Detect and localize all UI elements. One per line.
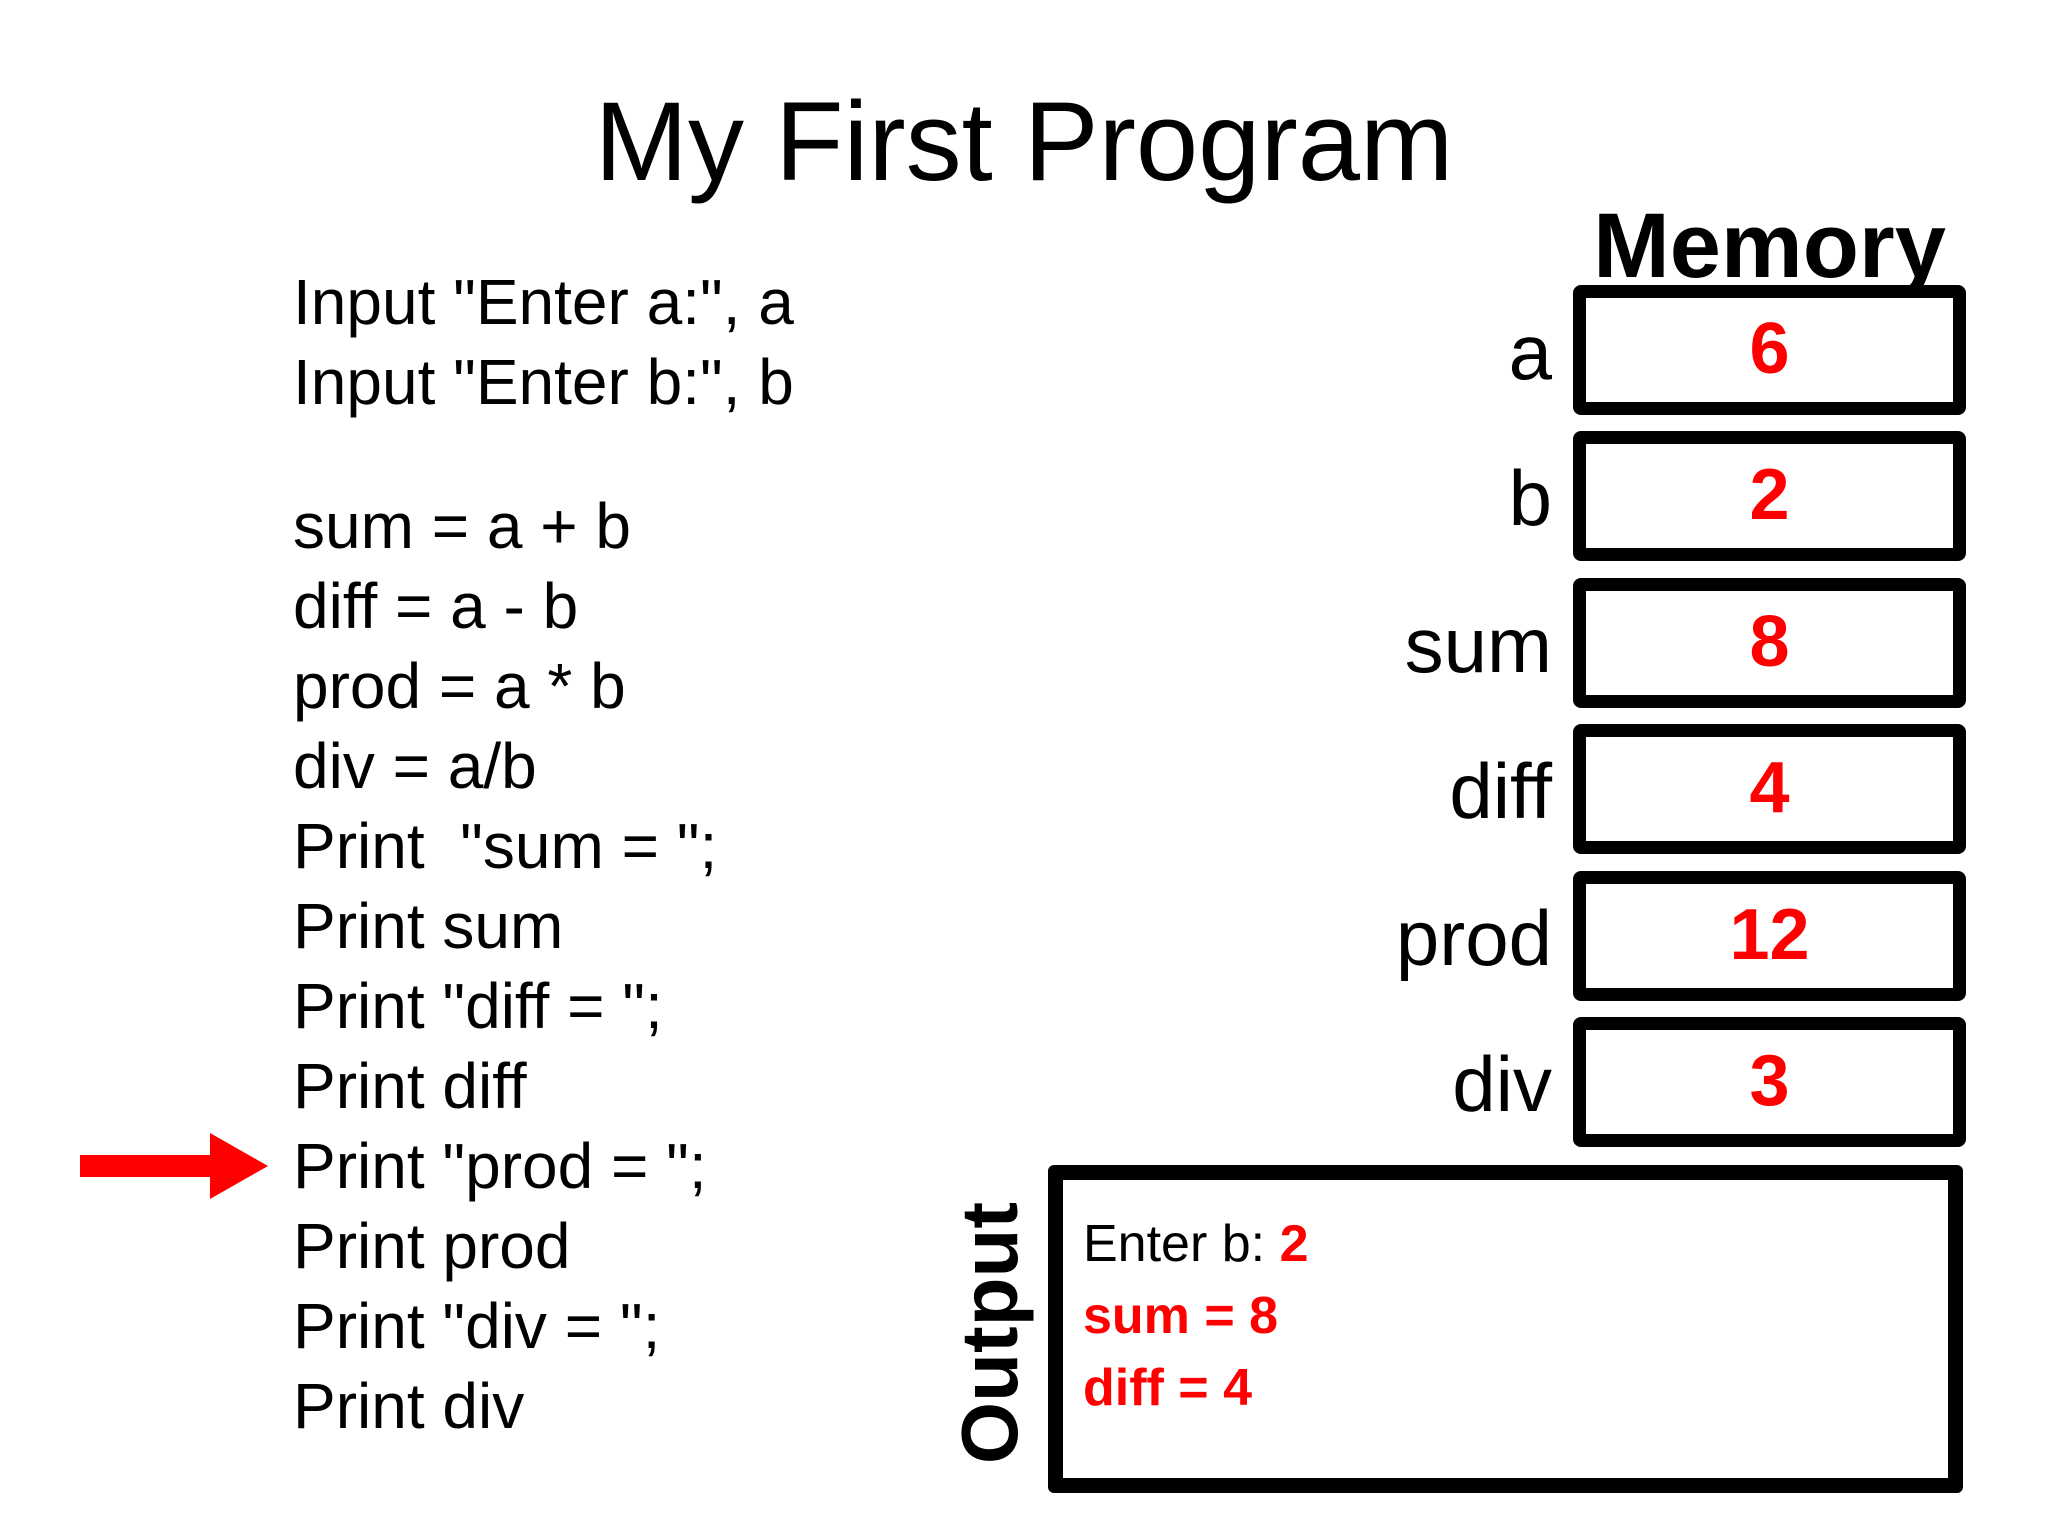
code-line: Print diff <box>293 1050 527 1122</box>
memory-cell-label: sum <box>1404 601 1552 689</box>
code-line: diff = a - b <box>293 570 579 642</box>
output-line: diff = 4 <box>1083 1352 1938 1424</box>
output-line-value: diff = 4 <box>1083 1359 1253 1417</box>
memory-cell-label: diff <box>1449 747 1552 835</box>
output-line-value: sum = 8 <box>1083 1287 1279 1345</box>
memory-cell-row: b 2 <box>0 431 2048 561</box>
memory-cell-row: div 3 <box>0 1017 2048 1147</box>
output-line: sum = 8 <box>1083 1280 1938 1352</box>
output-line: Enter b: 2 <box>1083 1208 1938 1280</box>
page-title: My First Program <box>594 79 1454 204</box>
code-line: Print "div = "; <box>293 1290 661 1362</box>
code-line: prod = a * b <box>293 650 626 722</box>
code-line: Print div <box>293 1370 525 1442</box>
memory-cell-label: div <box>1452 1040 1552 1128</box>
memory-cell-row: diff 4 <box>0 724 2048 854</box>
memory-cell-box: 2 <box>1573 431 1966 561</box>
code-line: sum = a + b <box>293 490 631 562</box>
output-line-prefix: Enter b: <box>1083 1215 1280 1273</box>
memory-cell-box: 8 <box>1573 578 1966 708</box>
program-code: Input "Enter a:", a Input "Enter b:", b … <box>293 262 794 1446</box>
output-console: Enter b: 2 sum = 8 diff = 4 <box>1048 1165 1963 1493</box>
code-line: Print "diff = "; <box>293 970 663 1042</box>
memory-cell-row: a 6 <box>0 285 2048 415</box>
memory-cell-value: 8 <box>1749 602 1790 682</box>
memory-cell-box: 6 <box>1573 285 1966 415</box>
red-arrow-icon <box>80 1133 268 1199</box>
memory-cell-box: 4 <box>1573 724 1966 854</box>
memory-cell-value: 6 <box>1749 309 1790 389</box>
memory-cell-box: 12 <box>1573 871 1966 1001</box>
memory-cell-box: 3 <box>1573 1017 1966 1147</box>
code-line: Print prod <box>293 1210 571 1282</box>
memory-cell-row: sum 8 <box>0 578 2048 708</box>
arrow-shaft <box>80 1155 210 1177</box>
code-line: Input "Enter b:", b <box>293 346 794 418</box>
memory-cell-value: 12 <box>1729 895 1810 975</box>
output-label: Output <box>945 1201 1034 1465</box>
memory-cell-value: 4 <box>1749 748 1790 828</box>
memory-cell-value: 2 <box>1749 455 1790 535</box>
code-line: Print "sum = "; <box>293 810 718 882</box>
output-line-value: 2 <box>1279 1215 1309 1273</box>
memory-cell-label: a <box>1508 308 1552 396</box>
code-line: Print sum <box>293 890 564 962</box>
memory-cell-label: b <box>1508 454 1552 542</box>
memory-cell-value: 3 <box>1749 1041 1790 1121</box>
code-line: Input "Enter a:", a <box>293 266 794 338</box>
arrow-head <box>210 1133 268 1199</box>
code-line: div = a/b <box>293 730 537 802</box>
memory-title: Memory <box>1593 195 1946 297</box>
memory-cell-row: prod 12 <box>0 871 2048 1001</box>
memory-cell-label: prod <box>1395 894 1552 982</box>
code-line-current: Print "prod = "; <box>293 1130 707 1202</box>
